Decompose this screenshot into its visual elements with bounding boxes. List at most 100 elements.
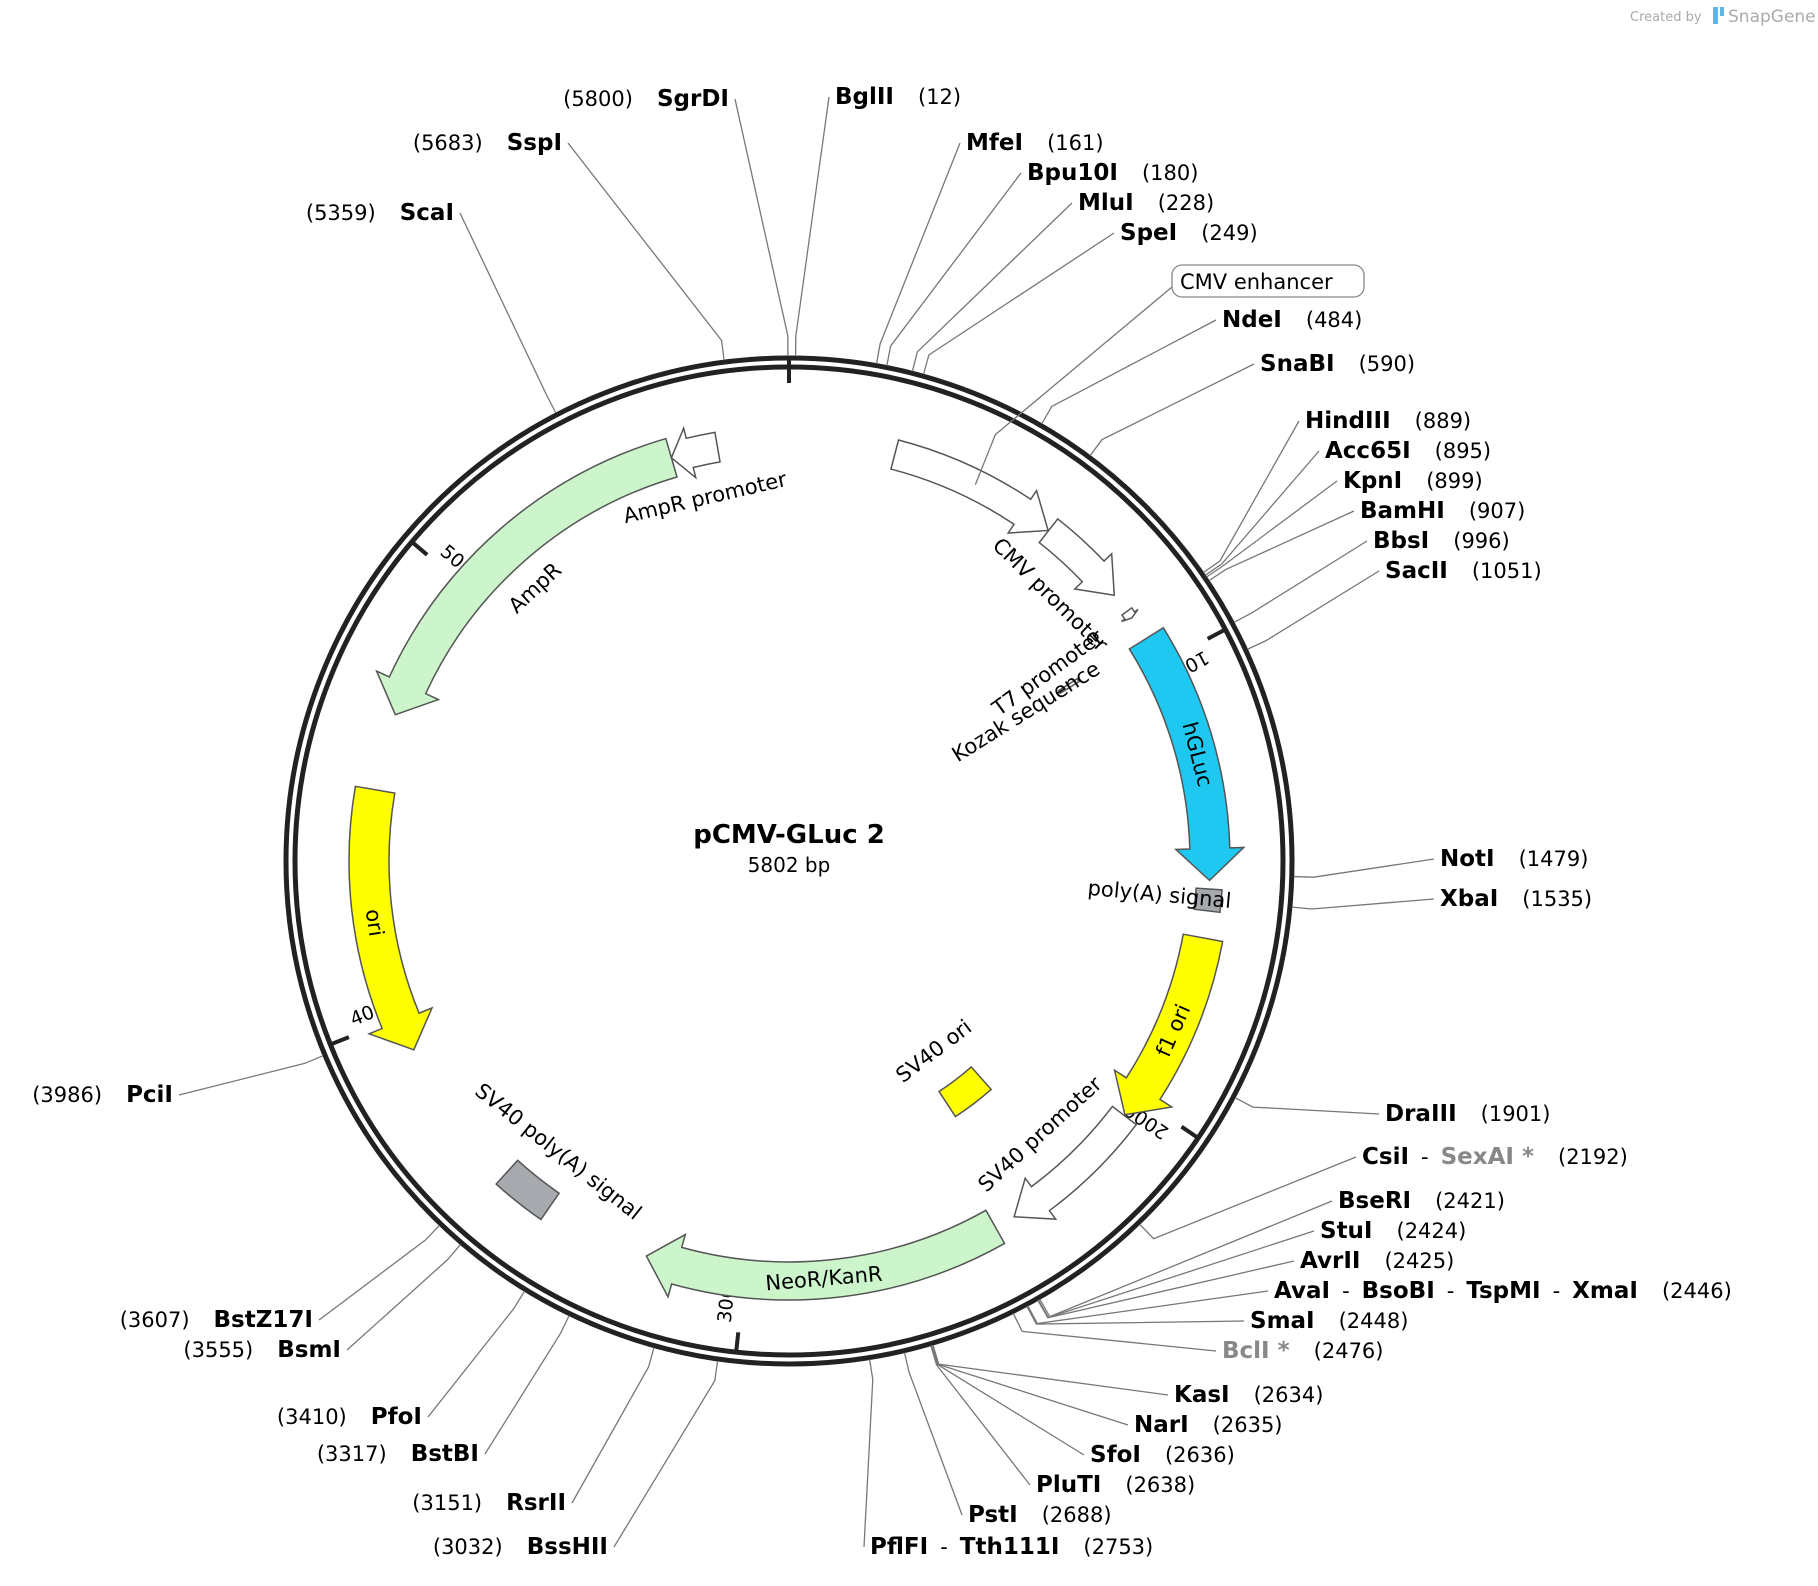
site-position: (228) [1158,191,1214,215]
site-avrii[interactable]: AvrII(2425) [1300,1248,1454,1274]
site-noti[interactable]: NotI(1479) [1440,846,1588,872]
site-name: BamHI [1360,498,1445,524]
site-position: (895) [1435,439,1491,463]
site-hindiii[interactable]: HindIII (889) [1305,408,1471,434]
site-position: (180) [1142,161,1198,185]
site-name: BclI * [1222,1338,1290,1364]
site-position: (2753) [1083,1535,1153,1559]
feature-hgluc[interactable]: hGLuc [1128,626,1246,882]
site-name: BsmI [277,1337,341,1363]
site-leader [903,1352,963,1516]
site-leader [886,172,1022,366]
feature-ori[interactable]: ori [348,785,434,1051]
site-snabi[interactable]: SnaBI(590) [1260,351,1415,377]
site-name: PluTI [1036,1472,1101,1498]
site-bbsi[interactable]: BbsI(996) [1373,528,1510,554]
feature-ampr[interactable]: AmpR [375,437,678,716]
site-stui[interactable]: StuI(2424) [1320,1218,1466,1244]
site-position: (889) [1415,409,1471,433]
tick-3000 [734,1332,741,1351]
feature-sv40-poly-a-signal[interactable]: SV40 poly(A) signal [471,1078,647,1224]
site-bcli[interactable]: BclI *(2476) [1222,1338,1384,1364]
site-name: SacII [1385,558,1448,584]
site-bglii[interactable]: BglII(12) [835,84,961,110]
site-bstz17i[interactable]: BstZ17I(3607) [120,1307,313,1333]
site-kasi[interactable]: KasI(2634) [1174,1382,1323,1408]
feature-poly-a-signal[interactable]: poly(A) signal [1087,876,1233,914]
tick-4000 [331,1035,350,1046]
site-rsrii[interactable]: RsrII(3151) [412,1490,566,1516]
site-leader [178,1055,324,1096]
site-name: BsoBI [1362,1278,1435,1304]
site-spei[interactable]: SpeI(249) [1120,220,1258,246]
site-name: NotI [1440,846,1495,872]
site-position: (3986) [32,1083,102,1107]
site-ndei[interactable]: NdeI(484) [1222,307,1362,333]
site-sacii[interactable]: SacII (1051) [1385,558,1542,584]
site-position: (3317) [317,1442,387,1466]
site-pfoi[interactable]: PfoI(3410) [277,1404,422,1430]
feature-cmv-enhancer[interactable]: CMV enhancer [890,264,1365,534]
site-sfoi[interactable]: SfoI(2636) [1090,1442,1235,1468]
site-draiii[interactable]: DraIII (1901) [1385,1101,1550,1127]
feature-shape [1038,517,1116,597]
site-pluti[interactable]: PluTI(2638) [1036,1472,1195,1498]
site-name: BseRI [1338,1188,1411,1214]
feature-label: SV40 poly(A) signal [471,1078,647,1224]
site-nari[interactable]: NarI(2635) [1134,1412,1283,1438]
site-mfei[interactable]: MfeI(161) [966,130,1104,156]
site-position: (1901) [1481,1102,1551,1126]
site-name: SgrDI [657,86,729,112]
site-leader [1203,420,1300,574]
site-csii-sexai[interactable]: CsiI-SexAI *(2192) [1362,1144,1628,1170]
site-xbai[interactable]: XbaI(1535) [1440,886,1592,912]
site-name: KpnI [1343,468,1402,494]
site-acc65i[interactable]: Acc65I(895) [1325,438,1491,464]
site-position: (590) [1359,352,1415,376]
site-position: (2635) [1213,1413,1283,1437]
site-leader [1027,1290,1269,1325]
feature-t7-promoter[interactable]: T7 promoter [987,606,1139,721]
feature-shape [375,437,678,716]
feature-f1-ori[interactable]: f1 ori [1113,933,1224,1116]
feature-sv40-promoter[interactable]: SV40 promoter [973,1072,1138,1220]
site-position: (2446) [1662,1279,1732,1303]
site-name: DraIII [1385,1101,1457,1127]
site-position: (3032) [433,1535,503,1559]
site-scai[interactable]: ScaI(5359) [306,200,454,226]
feature-label: ori [361,907,389,938]
site-leader [1247,570,1380,650]
site-name: AvaI [1274,1278,1330,1304]
site-smai[interactable]: SmaI(2448) [1250,1308,1408,1334]
site-bpu10i[interactable]: Bpu10I(180) [1027,160,1198,186]
snapgene-credit[interactable]: Created by SnapGene [1630,7,1816,27]
site-position: (5359) [306,201,376,225]
site-separator: - [1342,1279,1350,1303]
feature-shape [890,439,1050,534]
site-name: SpeI [1120,220,1177,246]
site-bsshii[interactable]: BssHII(3032) [433,1534,608,1560]
site-avai-bsobi-tspmi-xmai[interactable]: AvaI-BsoBI-TspMI-XmaI(2446) [1274,1278,1732,1304]
site-leader [794,96,830,357]
site-pflfi-tth111i[interactable]: PflFI-Tth111I(2753) [870,1534,1153,1560]
site-pcii[interactable]: PciI(3986) [32,1082,173,1108]
tick-5000 [412,541,429,557]
site-bseri[interactable]: BseRI(2421) [1338,1188,1505,1214]
site-bamhi[interactable]: BamHI(907) [1360,498,1525,524]
feature-shape [348,785,434,1051]
feature-shape [1120,606,1139,623]
site-position: (1051) [1472,559,1542,583]
site-name: PstI [968,1502,1018,1528]
site-sgrdi[interactable]: SgrDI(5800) [563,86,729,112]
site-position: (3151) [412,1491,482,1515]
site-bstbi[interactable]: BstBI(3317) [317,1441,479,1467]
site-mlui[interactable]: MluI(228) [1078,190,1214,216]
feature-neor-kanr[interactable]: NeoR/KanR [645,1209,1006,1301]
site-sspi[interactable]: SspI(5683) [413,130,562,156]
site-name: HindIII [1305,408,1391,434]
feature-sv40-ori[interactable]: SV40 ori [891,1015,993,1118]
restriction-sites: BglII(12)MfeI(161) Bpu10I(180) MluI(228) Sp… [32,84,1732,1560]
site-psti[interactable]: PstI(2688) [968,1502,1112,1528]
site-bsmi[interactable]: BsmI(3555) [183,1337,341,1363]
site-kpni[interactable]: KpnI(899) [1343,468,1483,494]
